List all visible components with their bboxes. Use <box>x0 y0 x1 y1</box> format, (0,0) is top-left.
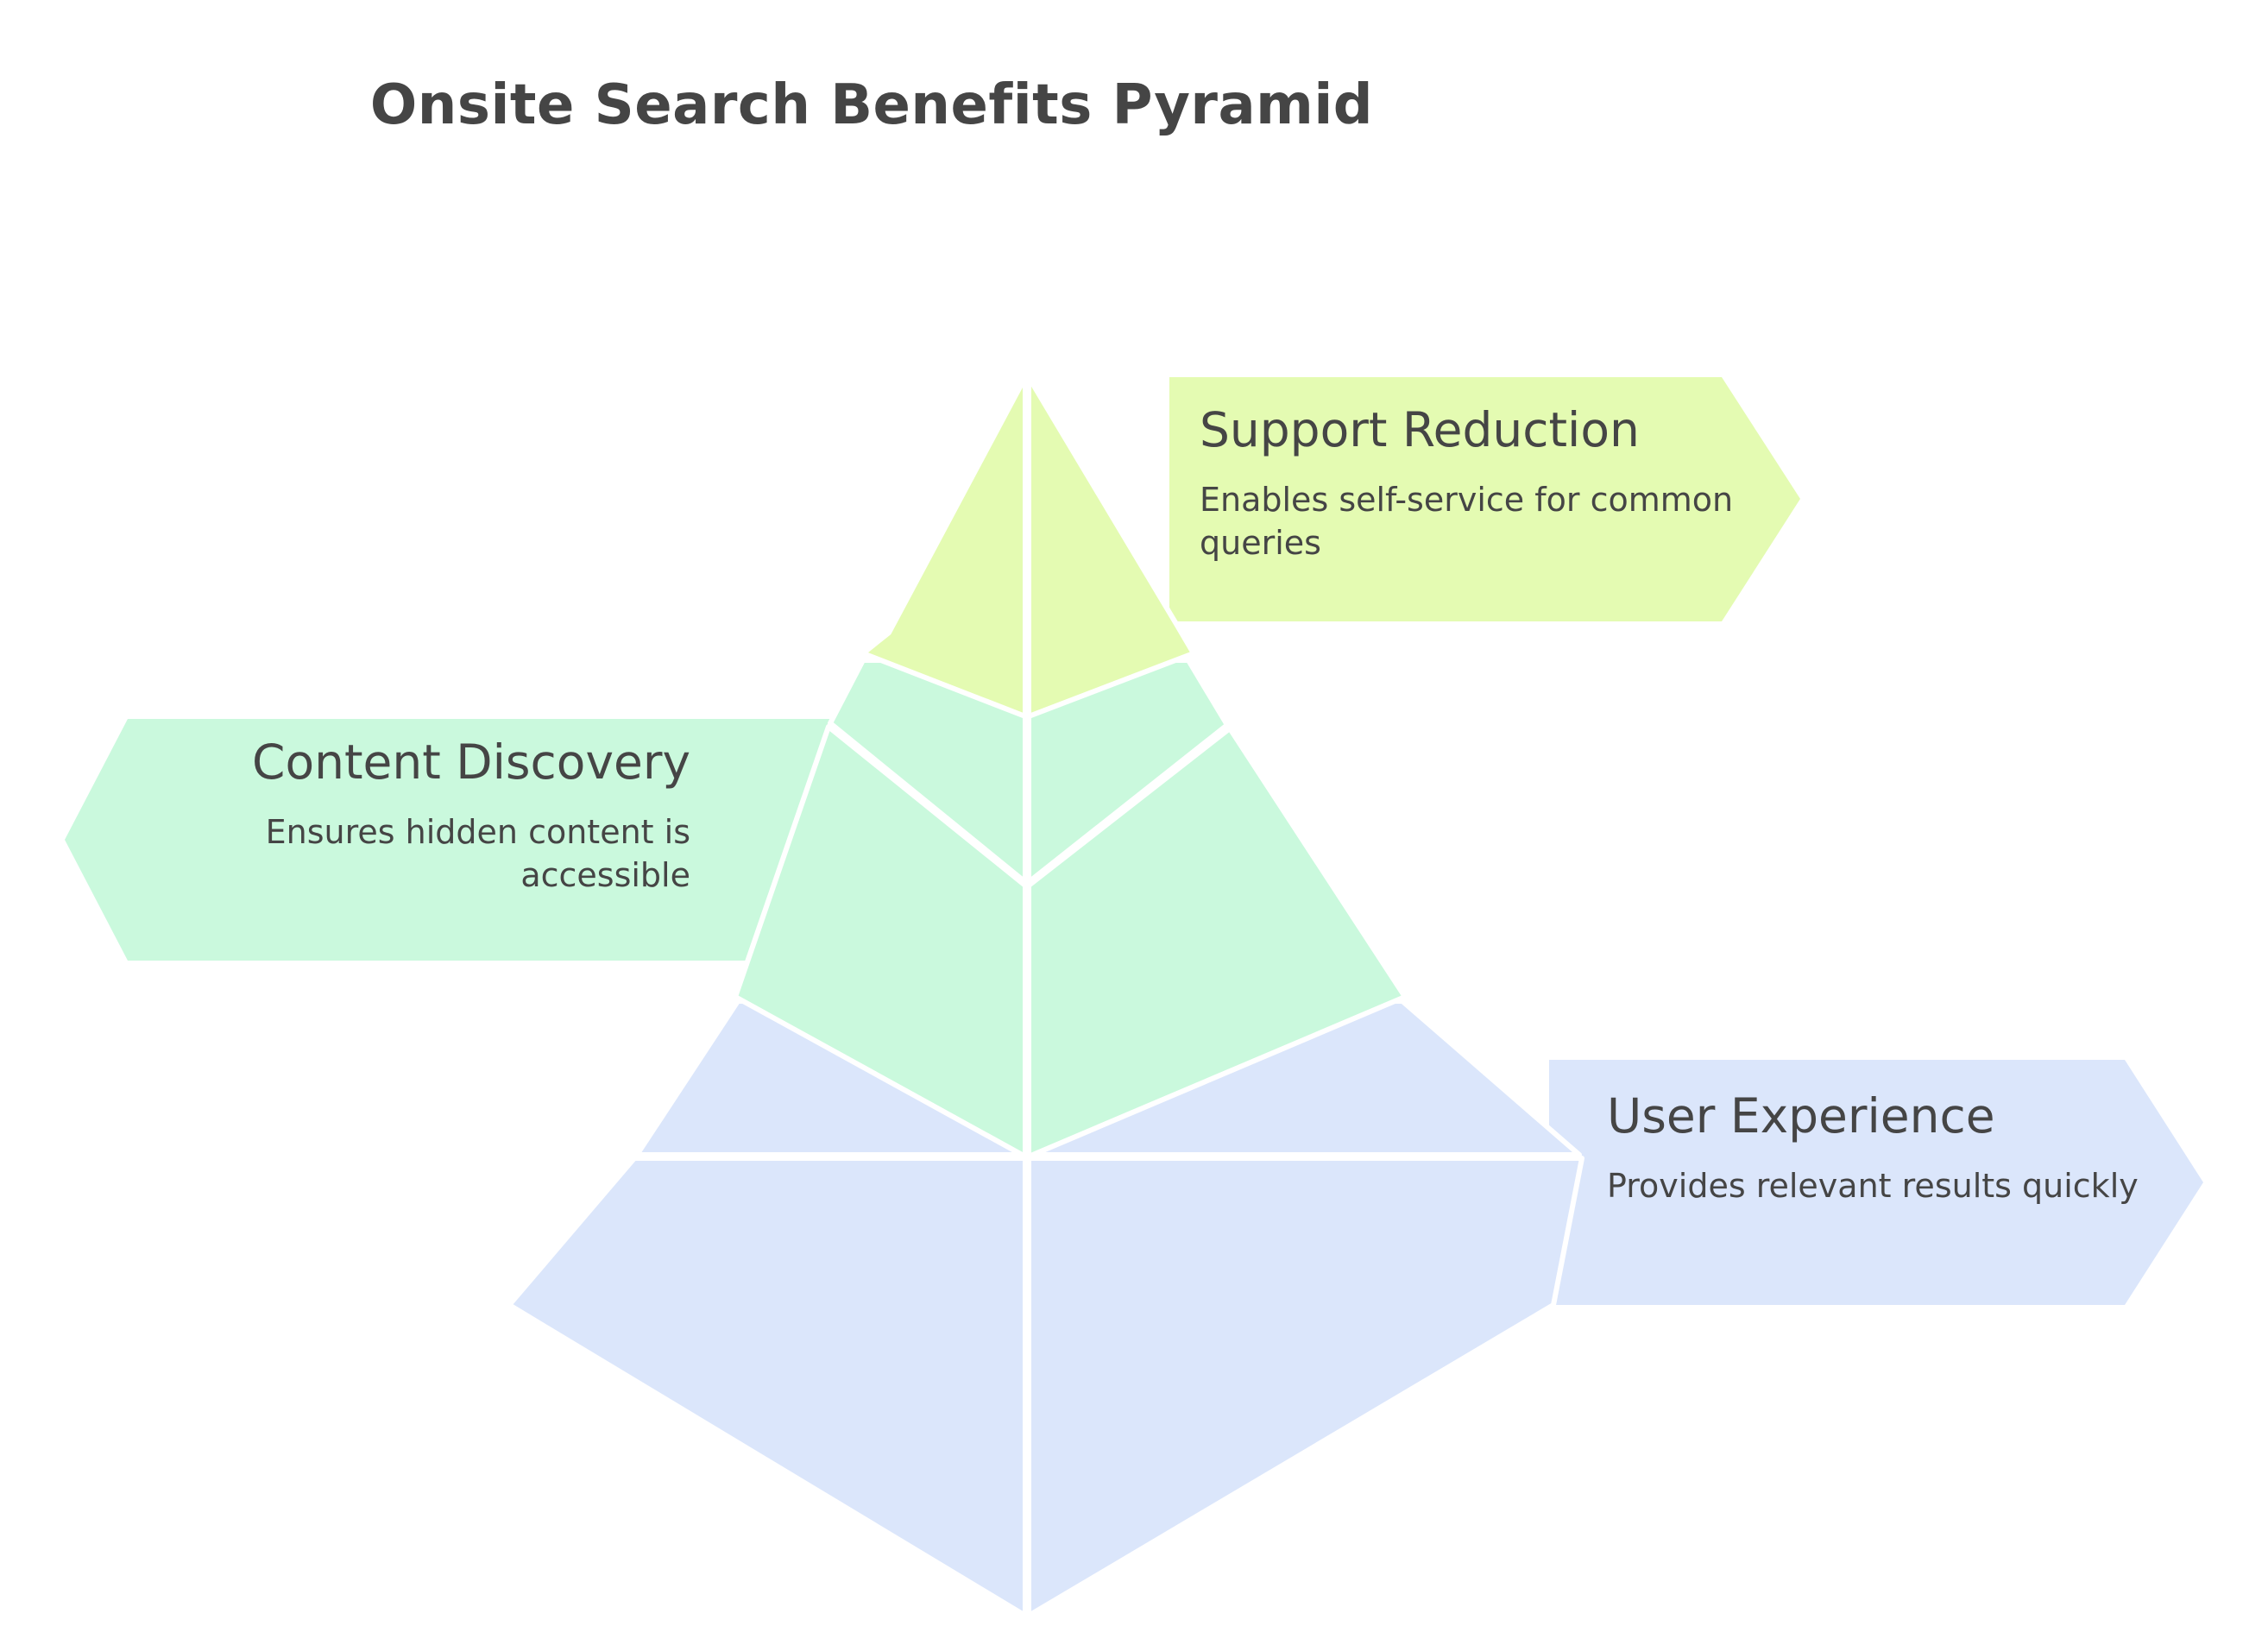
bottom-front-face-right <box>1026 1156 1584 1618</box>
page-title: Onsite Search Benefits Pyramid <box>369 73 1374 137</box>
callout-bottom-description: Provides relevant results quickly <box>1607 1166 2139 1205</box>
pyramid-level-top[interactable] <box>860 375 1800 719</box>
callout-top: Support Reduction Enables self-service f… <box>1200 402 1735 564</box>
top-face-left <box>860 375 1028 719</box>
callout-bottom-title: User Experience <box>1607 1088 1995 1144</box>
callout-middle-description: Ensures hidden content is accessible <box>265 812 690 894</box>
callout-shape-middle[interactable] <box>65 719 846 961</box>
middle-front-face-left <box>733 724 1028 1159</box>
pyramid-level-middle[interactable] <box>65 658 1408 1159</box>
callout-bottom: User Experience Provides relevant result… <box>1607 1088 2159 1207</box>
callout-top-description: Enables self-service for common queries <box>1200 480 1734 562</box>
callout-shape-top[interactable] <box>1169 377 1800 621</box>
callout-top-title: Support Reduction <box>1200 402 1640 457</box>
bottom-front-face-left <box>507 1156 1028 1618</box>
middle-front-face-right <box>1026 726 1408 1159</box>
callout-middle: Content Discovery Ensures hidden content… <box>155 734 690 897</box>
top-face-right <box>1026 375 1196 719</box>
callout-shape-bottom[interactable] <box>1549 1060 2203 1305</box>
callout-middle-title: Content Discovery <box>252 734 690 790</box>
